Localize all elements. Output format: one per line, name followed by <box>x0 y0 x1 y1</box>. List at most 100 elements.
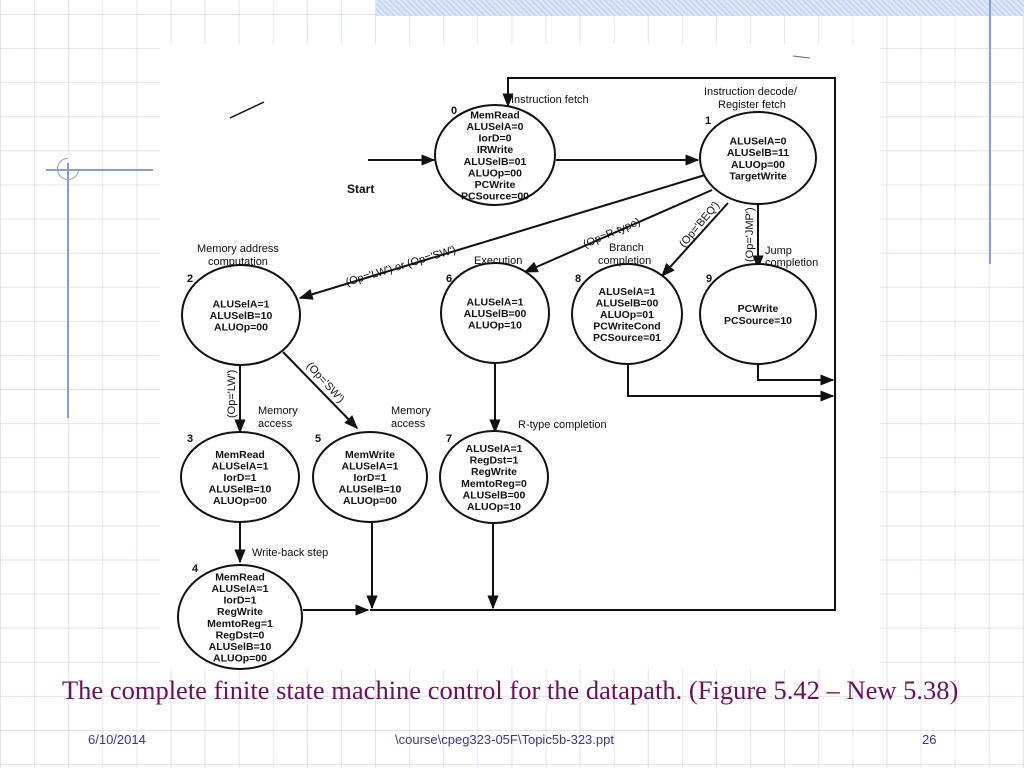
state-0-title: Instruction fetch <box>511 94 589 106</box>
state-8-title-line1: Branch <box>609 242 644 254</box>
state-5-signal: MemWrite <box>345 449 395 461</box>
state-9-title-line1: Jump <box>765 245 792 257</box>
state-4-signal: ALUSelB=10 <box>209 641 272 653</box>
footer-date: 6/10/2014 <box>88 732 146 747</box>
state-4-signal: IorD=1 <box>224 595 257 607</box>
slide-caption: The complete finite state machine contro… <box>62 675 959 705</box>
state-9-id: 9 <box>706 273 712 285</box>
state-3-signal: ALUSelA=1 <box>212 460 269 472</box>
state-2-title-line2: computation <box>208 256 268 268</box>
state-1-title-line1: Instruction decode/ <box>704 86 798 98</box>
state-8-node <box>571 263 683 365</box>
state-0-signal: PCWrite <box>475 179 516 191</box>
edge-1-to-8 <box>661 202 729 278</box>
state-1-id: 1 <box>705 115 711 127</box>
state-3-signal: IorD=1 <box>224 472 257 484</box>
state-2-signal: ALUSelB=10 <box>210 310 273 322</box>
state-6-id: 6 <box>446 273 452 285</box>
state-2-signal: ALUSelA=1 <box>213 298 270 310</box>
edge-label-1-to-2: (Op='LW') or (Op='SW') <box>344 244 457 289</box>
state-6-node <box>440 262 550 364</box>
state-9-signal: PCSource=10 <box>724 315 792 327</box>
state-2-title-line1: Memory address <box>197 243 279 255</box>
edge-9-to-bus <box>757 364 835 386</box>
state-7-id: 7 <box>446 433 452 445</box>
state-5-id: 5 <box>315 433 321 445</box>
state-8-id: 8 <box>575 273 581 285</box>
state-0-signal: MemRead <box>470 109 520 121</box>
state-9-signal: PCWrite <box>738 303 779 315</box>
state-5-signal: ALUOp=00 <box>343 495 397 507</box>
state-3-title-line2: access <box>258 418 293 430</box>
edge-label-1-to-9: (Op='JMP') <box>744 207 756 262</box>
state-1-signal: ALUOp=00 <box>731 159 785 171</box>
edge-8-to-bus <box>627 364 835 402</box>
decorative-vertical-line-right <box>989 0 991 264</box>
state-1-signal: ALUSelA=0 <box>730 136 787 148</box>
decorative-circle-ornament <box>57 158 79 180</box>
state-4-signal: RegWrite <box>217 606 263 618</box>
state-5-title-line1: Memory <box>391 405 431 417</box>
state-7-signal: RegWrite <box>471 466 517 478</box>
state-0-signal: ALUSelA=0 <box>467 121 524 133</box>
state-2-node <box>181 264 301 366</box>
state-8-title-line2: completion <box>598 255 651 267</box>
state-7-title: R-type completion <box>518 419 607 431</box>
state-0-signal: ALUSelB=01 <box>464 156 527 168</box>
state-0-signal: IRWrite <box>477 144 514 156</box>
state-8-signal: ALUOp=01 <box>600 309 654 321</box>
state-2-signal: ALUOp=00 <box>214 322 268 334</box>
state-3-signal: ALUOp=00 <box>213 495 267 507</box>
state-7-signal: ALUSelA=1 <box>466 443 523 455</box>
state-0-signal: PCSource=00 <box>461 191 529 203</box>
state-4-signal: RegDst=0 <box>216 629 265 641</box>
state-0-node <box>434 104 556 206</box>
stray-mark <box>792 55 811 59</box>
edge-label-2-to-5: (Op='SW') <box>304 360 347 405</box>
state-7-node <box>439 430 549 524</box>
state-1-signal: TargetWrite <box>729 170 787 182</box>
state-6-signal: ALUOp=10 <box>468 320 522 332</box>
state-3-id: 3 <box>187 433 193 445</box>
state-4-node <box>177 564 303 670</box>
state-7-signal: MemtoReg=0 <box>461 478 527 490</box>
state-8-signal: PCSource=01 <box>593 332 661 344</box>
state-6-signal: ALUSelA=1 <box>467 296 524 308</box>
edge-return-bus-to-0 <box>370 77 836 611</box>
state-4-signal: ALUOp=00 <box>213 653 267 665</box>
state-0-id: 0 <box>451 105 457 117</box>
edge-2-to-5 <box>282 351 358 430</box>
decorative-horizontal-line-left <box>46 169 153 171</box>
stray-mark <box>229 101 265 119</box>
edge-1-to-6 <box>523 189 713 273</box>
state-2-id: 2 <box>187 273 193 285</box>
state-9-node <box>699 263 817 365</box>
state-7-signal: ALUSelB=00 <box>463 489 526 501</box>
edge-1-to-2 <box>298 174 706 300</box>
state-1-title-line2: Register fetch <box>718 99 786 111</box>
state-5-title-line2: access <box>391 418 426 430</box>
state-4-signal: ALUSelA=1 <box>212 583 269 595</box>
footer-page-number: 26 <box>922 732 937 747</box>
state-1-node <box>699 111 817 205</box>
state-0-signal: IorD=0 <box>479 133 512 145</box>
state-3-signal: MemRead <box>215 449 265 461</box>
state-8-signal: ALUSelB=00 <box>596 297 659 309</box>
state-4-id: 4 <box>192 563 199 575</box>
state-5-signal: ALUSelA=1 <box>342 460 399 472</box>
state-3-node <box>180 431 300 523</box>
start-label: Start <box>347 182 374 196</box>
edge-label-2-to-3: (Op='LW') <box>226 370 238 418</box>
decorative-vertical-line-left <box>67 163 69 418</box>
state-5-signal: ALUSelB=10 <box>339 484 402 496</box>
state-5-node <box>312 431 428 523</box>
state-0-signal: ALUOp=00 <box>468 167 522 179</box>
state-4-title: Write-back step <box>252 547 328 559</box>
edge-label-1-to-8: (Op='BEQ') <box>677 199 722 250</box>
state-5-signal: IorD=1 <box>354 472 387 484</box>
state-7-signal: ALUOp=10 <box>467 501 521 513</box>
footer-file-path: \course\cpeg323-05F\Topic5b-323.ppt <box>395 732 614 747</box>
slide-header-band <box>376 0 1024 16</box>
state-4-signal: MemRead <box>215 571 265 583</box>
